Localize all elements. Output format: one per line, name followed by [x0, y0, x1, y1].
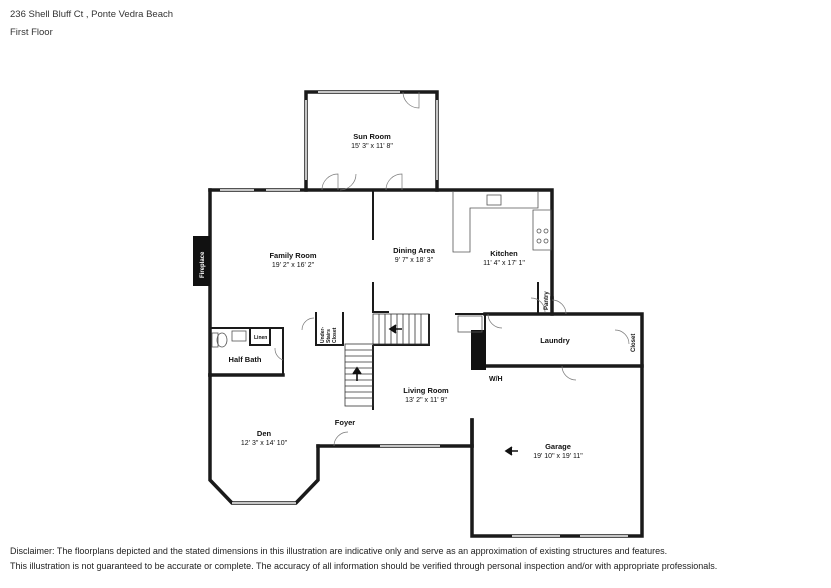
fireplace — [193, 236, 210, 286]
garage-dims: 19' 10" x 19' 11" — [533, 453, 583, 460]
sun-room-dims: 15' 3" x 11' 8" — [351, 143, 393, 150]
family-room-dims: 19' 2" x 16' 2" — [272, 262, 315, 269]
staircase — [344, 313, 430, 407]
water-heater-block — [471, 330, 486, 370]
windows — [220, 91, 628, 537]
disclaimer-line-2: This illustration is not guaranteed to b… — [10, 561, 718, 571]
den-name: Den — [257, 429, 272, 438]
under-stairs-label-2: Stairs — [326, 329, 332, 343]
garage-name: Garage — [545, 442, 571, 451]
linen-label: Linen — [254, 335, 267, 341]
closet-label: Closet — [631, 334, 637, 352]
wh-label: W/H — [489, 376, 503, 383]
under-stairs-label-3: Closet — [332, 327, 338, 343]
kitchen-dims: 11' 4" x 17' 1" — [483, 260, 525, 267]
laundry-name: Laundry — [540, 336, 570, 345]
floor-label: First Floor — [10, 27, 53, 38]
den-dims: 12' 3" x 14' 10" — [241, 440, 288, 447]
property-address: 236 Shell Bluff Ct , Ponte Vedra Beach — [10, 9, 174, 20]
foyer-name: Foyer — [335, 418, 356, 427]
laundry-tub — [457, 315, 483, 333]
dining-area-dims: 9' 7" x 18' 3" — [395, 257, 434, 264]
dining-area-name: Dining Area — [393, 246, 436, 255]
sun-room-name: Sun Room — [353, 132, 391, 141]
living-room-name: Living Room — [403, 386, 449, 395]
door-swings — [274, 91, 630, 447]
half-bath-name: Half Bath — [229, 355, 262, 364]
kitchen-name: Kitchen — [490, 249, 518, 258]
kitchen-counters — [452, 192, 552, 253]
garage-arrow-left — [504, 446, 518, 456]
disclaimer-line-1: Disclaimer: The floorplans depicted and … — [10, 546, 668, 556]
bath-fixtures — [211, 330, 247, 348]
pantry-label: Pantry — [544, 291, 550, 310]
family-room-name: Family Room — [269, 251, 316, 260]
stair-arrow-up — [352, 366, 362, 381]
fireplace-label: Fireplace — [200, 251, 206, 278]
under-stairs-label-1: Under- — [320, 327, 326, 343]
living-room-dims: 13' 2" x 11' 9" — [405, 397, 447, 404]
stair-arrow-left — [388, 324, 402, 334]
